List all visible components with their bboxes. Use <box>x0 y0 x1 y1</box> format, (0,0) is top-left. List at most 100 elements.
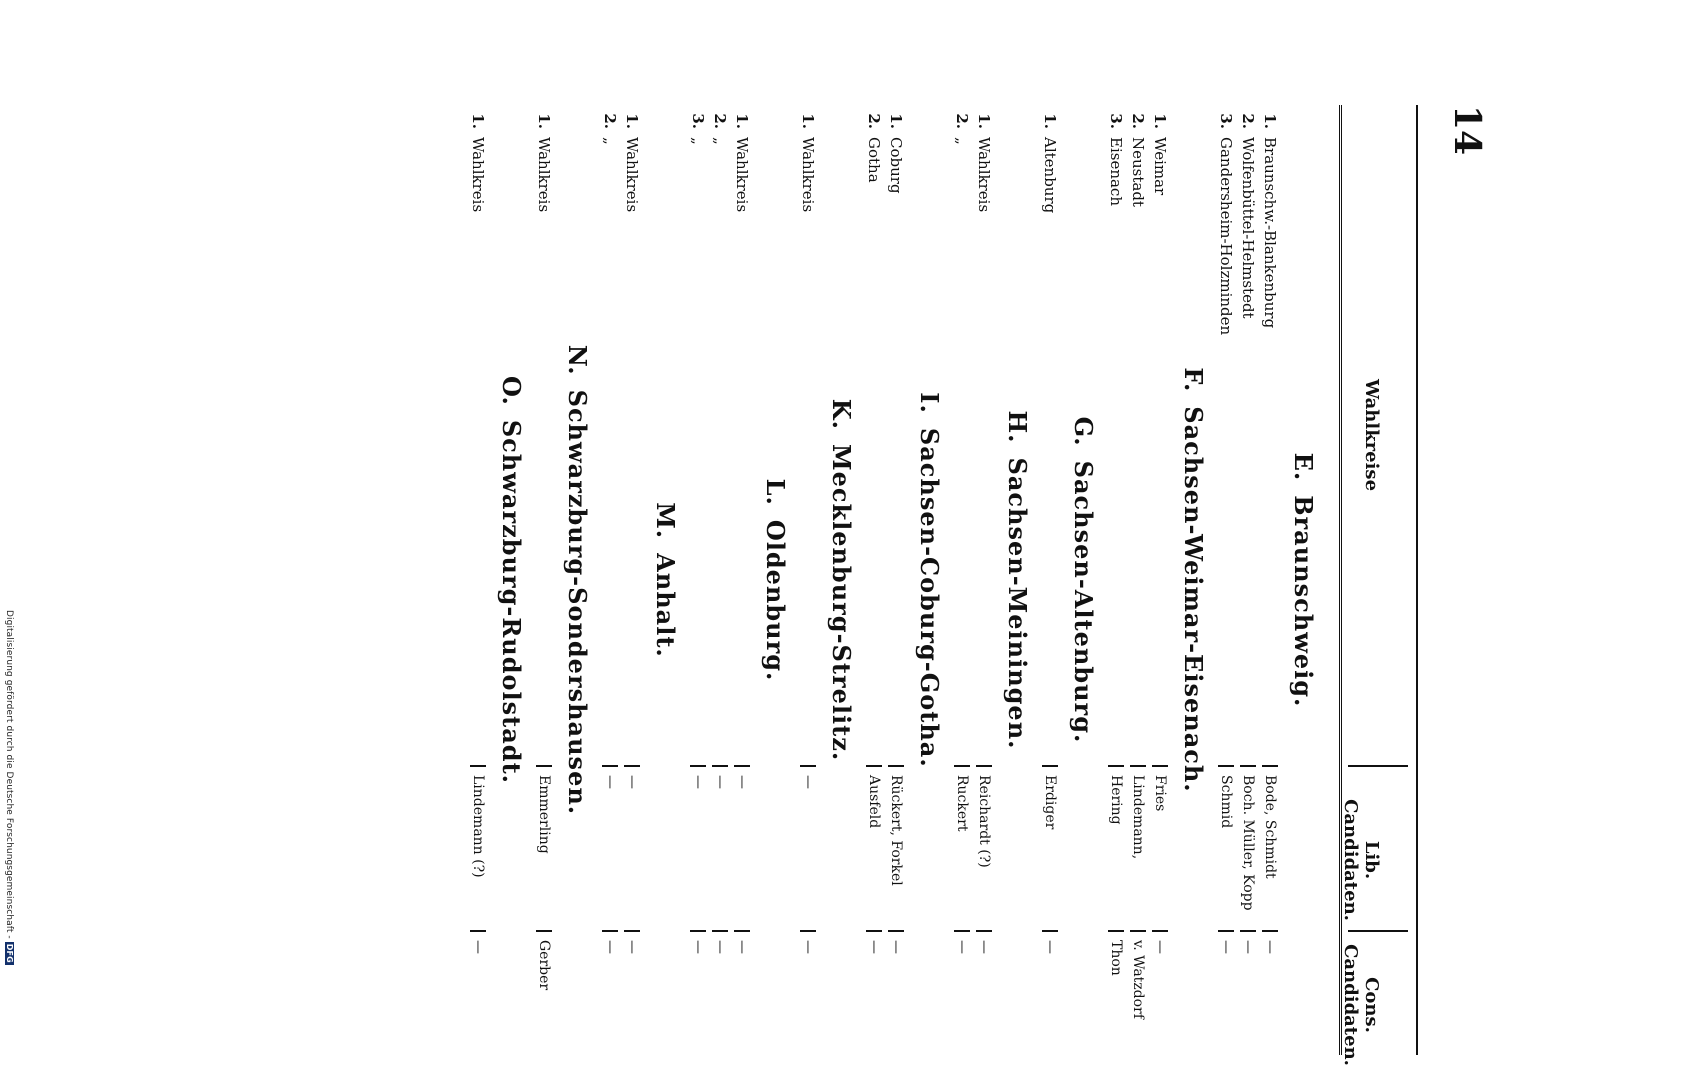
conservative-candidate: — <box>888 940 904 954</box>
column-separator <box>1240 765 1256 767</box>
conservative-candidate: — <box>1240 940 1256 954</box>
footer-note-text: Digitalisierung gefördert durch die Deut… <box>4 610 14 939</box>
column-separator <box>976 930 992 932</box>
column-separator <box>1130 765 1146 767</box>
section-title: G.Sachsen-Altenburg. <box>1061 105 1105 1055</box>
column-separator <box>1108 765 1124 767</box>
district-number: 2. <box>711 113 729 129</box>
liberal-candidate: Ausfeld <box>866 775 882 829</box>
district-number: 1. <box>623 113 641 129</box>
district-number: 1. <box>975 113 993 129</box>
header-region: Wahlkreise <box>1361 378 1382 492</box>
section-name: Sachsen-Meiningen. <box>1003 457 1032 750</box>
district-number: 2. <box>953 113 971 129</box>
district-name: Neustadt <box>1129 137 1147 207</box>
district-number: 1. <box>1261 113 1279 129</box>
section-letter: N. <box>563 344 592 376</box>
section-letter: L. <box>761 478 790 506</box>
district-name: Braunschw.-Blankenburg <box>1261 137 1279 329</box>
liberal-candidate: — <box>602 775 618 789</box>
district-number: 1. <box>469 113 487 129</box>
column-separator <box>1108 930 1124 932</box>
column-separator <box>536 765 552 767</box>
conservative-candidate: v. Watzdorf <box>1130 940 1146 1019</box>
district-name: Gandersheim-Holzminden <box>1217 137 1235 336</box>
table-row: 1.Wahlkreis—— <box>731 105 753 1055</box>
section-title: F.Sachsen-Weimar-Eisenach. <box>1171 105 1215 1055</box>
section-letter: K. <box>827 398 856 431</box>
section-name: Anhalt. <box>651 553 680 658</box>
district-name: Wahlkreis <box>469 137 487 213</box>
section-name: Mecklenburg-Strelitz. <box>827 444 856 762</box>
top-rule <box>1416 105 1418 1055</box>
dfg-logo: DFG <box>5 941 14 965</box>
district-number: 3. <box>1107 113 1125 129</box>
section-title: H. Sachsen-Meiningen. <box>995 105 1039 1055</box>
conservative-candidate: — <box>624 940 640 954</box>
column-separator <box>1152 765 1168 767</box>
district-name: Coburg <box>887 137 905 194</box>
district-name: „ <box>601 137 619 145</box>
section-name: Sachsen-Altenburg. <box>1069 460 1098 744</box>
table-header: Wahlkreise Lib. Candidaten. Cons. Candid… <box>1340 105 1412 1066</box>
column-separator <box>1262 765 1278 767</box>
conservative-candidate: — <box>954 940 970 954</box>
column-separator <box>1130 930 1146 932</box>
column-separator <box>602 765 618 767</box>
header-separator <box>1348 930 1408 932</box>
section-name: Oldenburg. <box>761 519 790 682</box>
liberal-candidate: Hering <box>1108 775 1124 825</box>
district-name: Wahlkreis <box>975 137 993 213</box>
table-row: 1.Wahlkreis—— <box>797 105 819 1055</box>
district-name: Wahlkreis <box>733 137 751 213</box>
district-name: „ <box>953 137 971 145</box>
section-title: M.Anhalt. <box>643 105 687 1055</box>
column-separator <box>1262 930 1278 932</box>
district-name: Wahlkreis <box>535 137 553 213</box>
liberal-candidate: Erdiger <box>1042 775 1058 830</box>
district-name: Altenburg <box>1041 137 1059 214</box>
conservative-candidate: — <box>1042 940 1058 954</box>
section-title: L. Oldenburg. <box>753 105 797 1055</box>
column-separator <box>888 930 904 932</box>
section-title: K. Mecklenburg-Strelitz. <box>819 105 863 1055</box>
district-name: Eisenach <box>1107 137 1125 206</box>
column-separator <box>866 930 882 932</box>
liberal-candidate: Schmid <box>1218 775 1234 829</box>
column-separator <box>1218 765 1234 767</box>
liberal-candidate: Rückert, Forkel <box>888 775 904 886</box>
district-name: „ <box>711 137 729 145</box>
conservative-candidate: Gerber <box>536 940 552 991</box>
liberal-candidate: — <box>734 775 750 789</box>
district-name: Wolfenbüttel-Helmstedt <box>1239 137 1257 319</box>
column-separator <box>1240 930 1256 932</box>
column-separator <box>470 765 486 767</box>
table-row: 1.Wahlkreis—— <box>621 105 643 1055</box>
column-separator <box>1152 930 1168 932</box>
page-number: 14 <box>1446 105 1488 156</box>
conservative-candidate: — <box>800 940 816 954</box>
district-name: Wahlkreis <box>799 137 817 213</box>
section-letter: O. <box>497 375 526 406</box>
district-number: 2. <box>1129 113 1147 129</box>
liberal-candidate: Fries <box>1152 775 1168 812</box>
district-number: 3. <box>689 113 707 129</box>
column-separator <box>954 765 970 767</box>
section-name: Sachsen-Weimar-Eisenach. <box>1179 406 1208 793</box>
column-separator <box>690 765 706 767</box>
section-letter: I. <box>915 392 944 414</box>
column-separator <box>976 765 992 767</box>
district-name: Gotha <box>865 137 883 183</box>
section-letter: H. <box>1003 410 1032 444</box>
section-title: E.Braunschweig. <box>1281 105 1325 1055</box>
conservative-candidate: — <box>976 940 992 954</box>
section-name: Sachsen-Coburg-Gotha. <box>915 427 944 768</box>
district-number: 1. <box>733 113 751 129</box>
